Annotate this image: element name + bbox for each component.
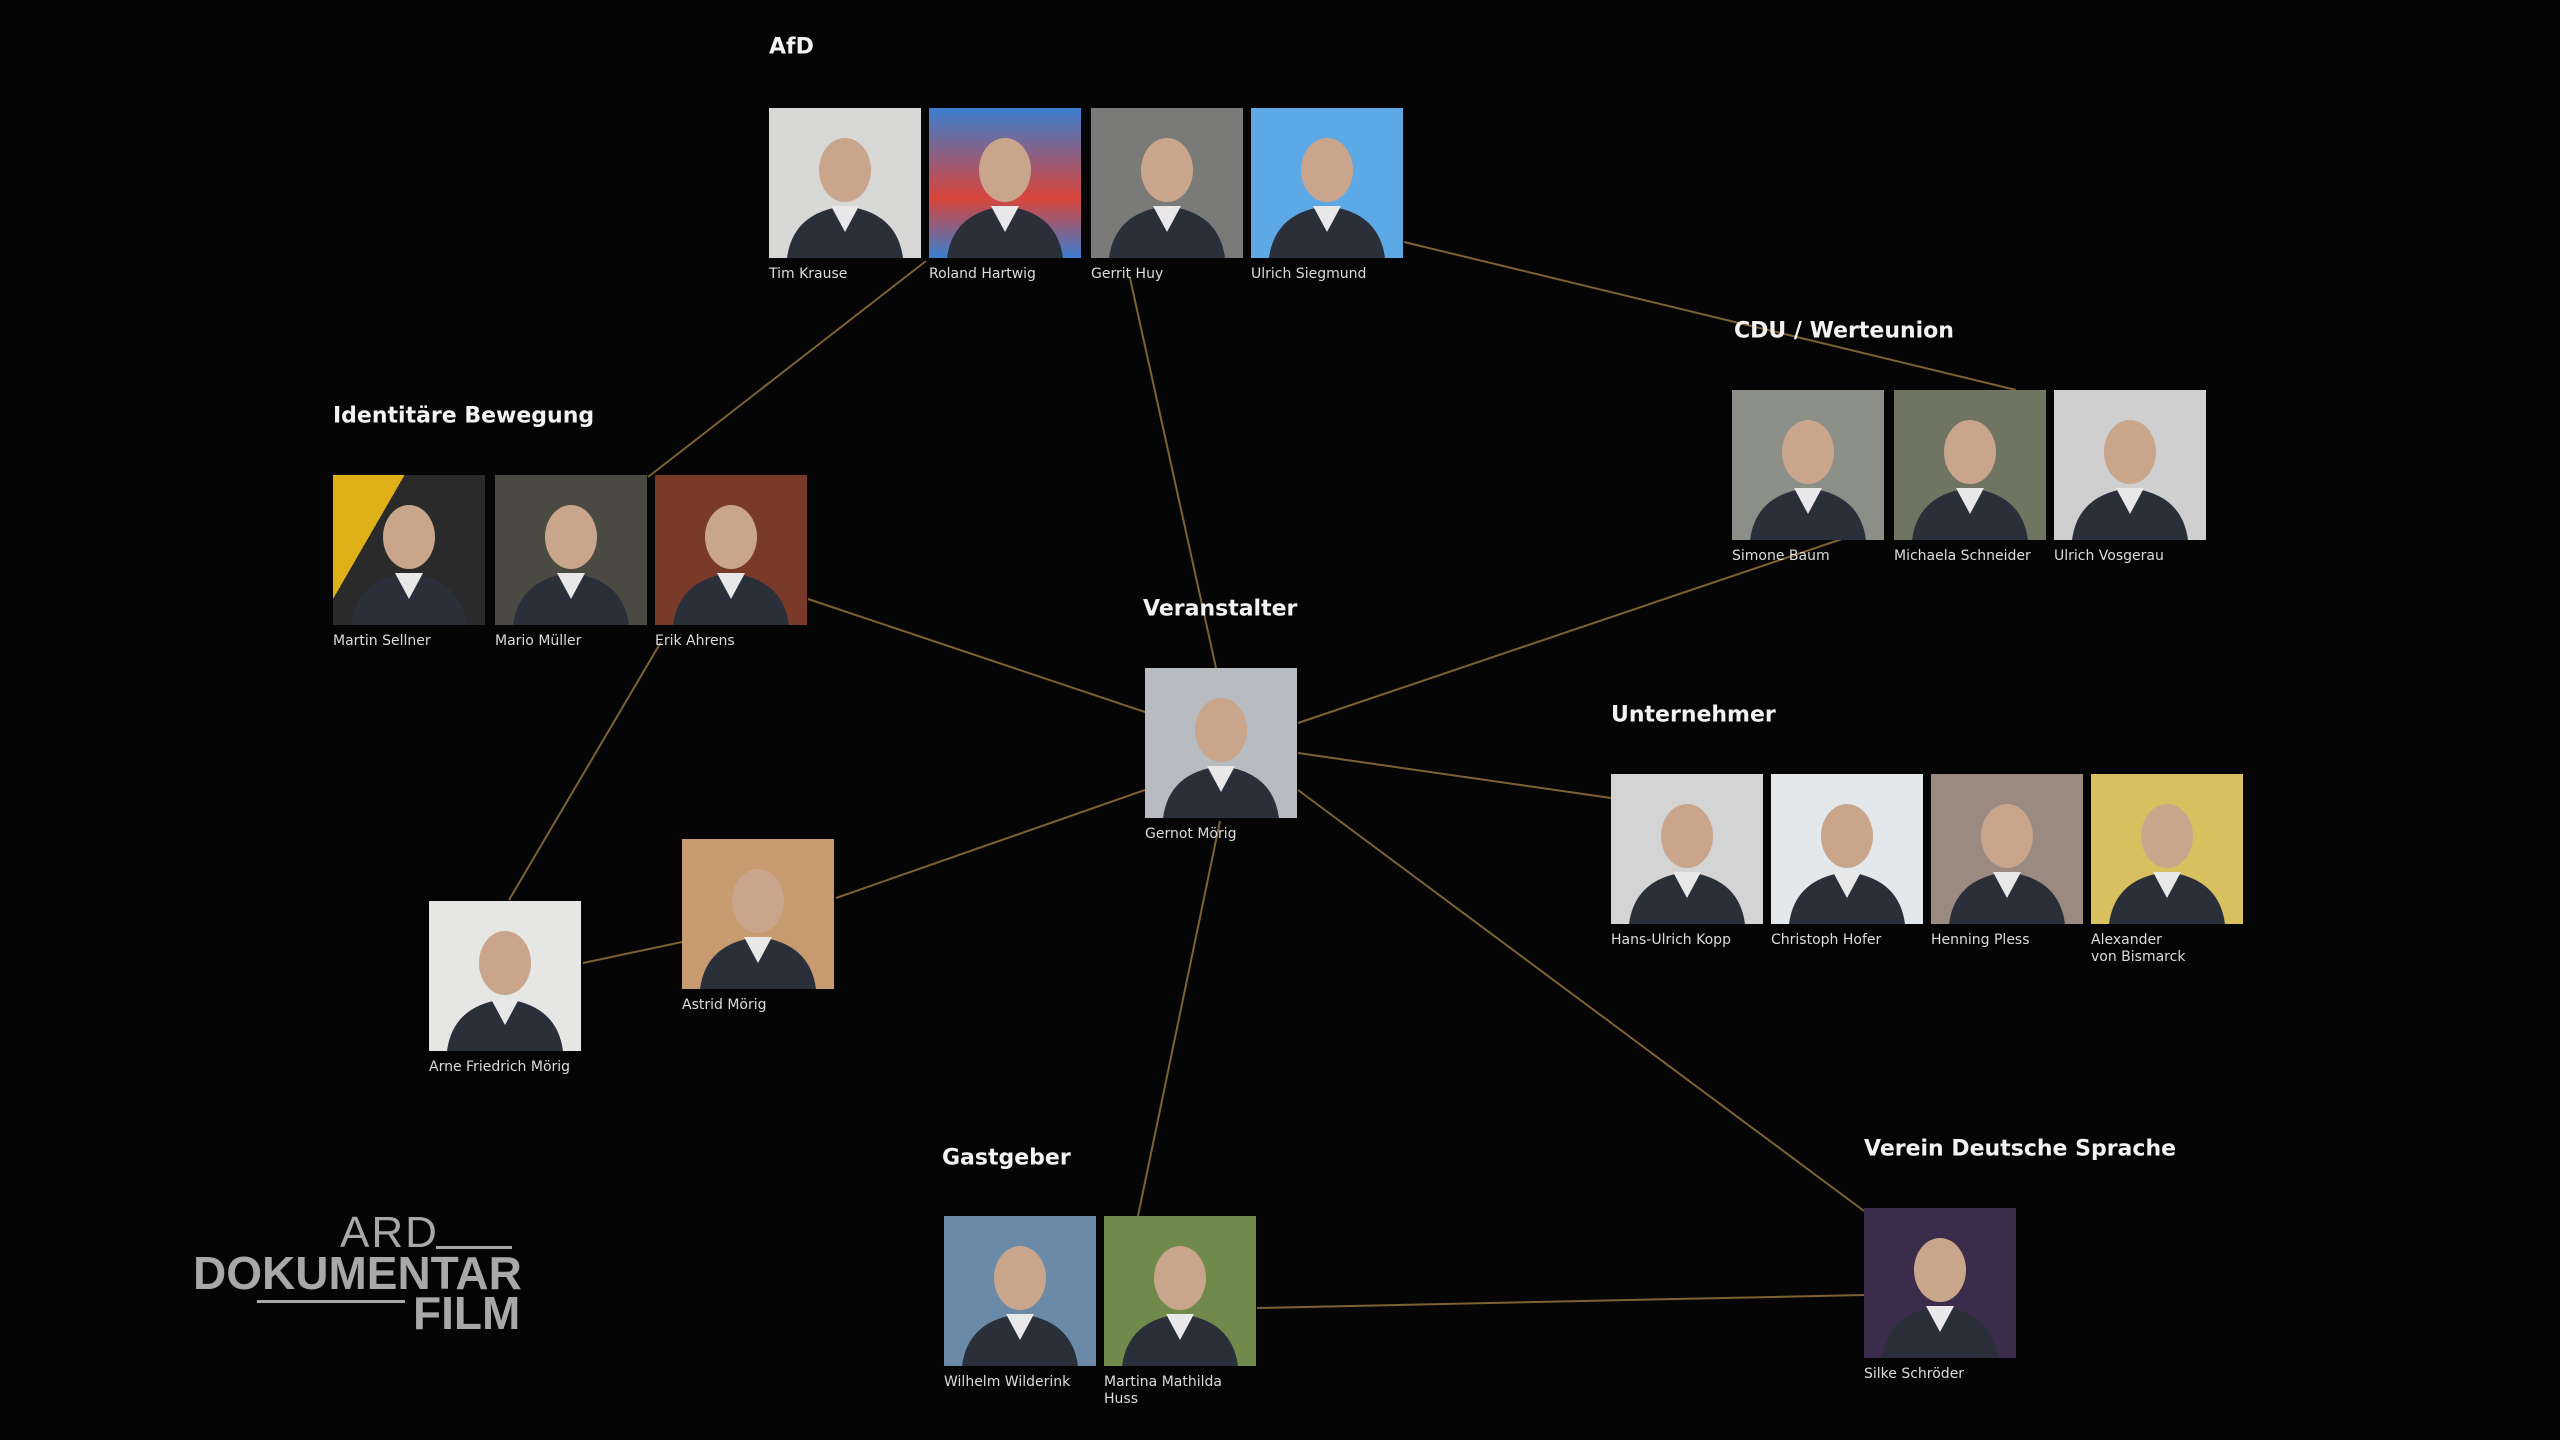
person-name: Mario Müller [495,633,582,649]
group-label-afd: AfD [769,34,814,60]
portrait-photo [333,475,485,625]
person-card-mario-mueller[interactable]: Mario Müller [495,475,647,650]
portrait-photo [929,108,1081,258]
portrait-photo [2091,774,2243,924]
person-card-erik-ahrens[interactable]: Erik Ahrens [655,475,807,650]
portrait-photo [769,108,921,258]
person-name-line1: Martina Mathilda [1104,1374,1222,1390]
link-gernot-astrid [835,789,1146,899]
group-label-gastgeber: Gastgeber [942,1145,1071,1171]
person-card-astrid-moerig[interactable]: Astrid Mörig [682,839,834,1014]
person-name: Ulrich Vosgerau [2054,548,2164,564]
person-name: Ulrich Siegmund [1251,266,1367,282]
person-name: Roland Hartwig [929,266,1036,282]
person-name: Gerrit Huy [1091,266,1164,282]
person-card-henning-pless[interactable]: Henning Pless [1931,774,2083,949]
link-hartwig-ahrens [647,260,927,478]
person-card-wilhelm-wilderink[interactable]: Wilhelm Wilderink [944,1216,1096,1391]
portrait-photo [1864,1208,2016,1358]
person-name: Henning Pless [1931,932,2030,948]
person-card-arne-friedrich-moerig[interactable]: Arne Friedrich Mörig [429,901,581,1076]
person-name: Hans-Ulrich Kopp [1611,932,1731,948]
person-card-gerrit-huy[interactable]: Gerrit Huy [1091,108,1243,283]
link-gernot-martina [1137,820,1221,1217]
person-card-ulrich-vosgerau[interactable]: Ulrich Vosgerau [2054,390,2206,565]
person-card-hans-ulrich-kopp[interactable]: Hans-Ulrich Kopp [1611,774,1763,949]
portrait-photo [1251,108,1403,258]
person-name: Simone Baum [1732,548,1830,564]
group-label-verein-deutsche-sprache: Verein Deutsche Sprache [1864,1136,2177,1162]
person-name: Martin Sellner [333,633,431,649]
person-name: Tim Krause [769,266,848,282]
link-gernot-gerrit [1129,277,1217,669]
logo-rule [257,1300,405,1303]
person-name: Arne Friedrich Mörig [429,1059,571,1075]
portrait-photo [429,901,581,1051]
portrait-photo [1145,668,1297,818]
person-name: Michaela Schneider [1894,548,2031,564]
portrait-photo [495,475,647,625]
portrait-photo [655,475,807,625]
link-gernot-cdu [1297,538,1843,724]
person-card-gernot-moerig[interactable]: Gernot Mörig [1145,668,1297,843]
group-label-unternehmer: Unternehmer [1611,702,1776,728]
portrait-photo [1611,774,1763,924]
portrait-photo [682,839,834,989]
portrait-photo [1771,774,1923,924]
link-arne-ahrens [508,641,662,901]
person-card-michaela-schneider[interactable]: Michaela Schneider [1894,390,2046,565]
link-arne-astrid [582,941,683,964]
link-gernot-silke [1297,789,1865,1212]
person-name: Silke Schröder [1864,1366,1965,1382]
person-card-roland-hartwig[interactable]: Roland Hartwig [929,108,1081,283]
link-siegmund-vosgerau [1403,241,2017,391]
link-gernot-unternehmer [1297,752,1612,799]
portrait-photo [1091,108,1243,258]
person-card-simone-baum[interactable]: Simone Baum [1732,390,1884,565]
portrait-photo [1732,390,1884,540]
link-martina-silke [1256,1294,1865,1309]
logo-line-ard: ARD [340,1208,439,1257]
portrait-photo [1104,1216,1256,1366]
person-name-line1: Alexander [2091,932,2162,948]
person-name: Wilhelm Wilderink [944,1374,1071,1390]
person-name: Erik Ahrens [655,633,735,649]
group-label-identitaere-bewegung: Identitäre Bewegung [333,403,595,429]
portrait-photo [1931,774,2083,924]
logo-line-film: FILM [413,1287,521,1339]
logo-line-dokumentar: DOKUMENTAR [193,1247,522,1299]
portrait-photo [2054,390,2206,540]
person-card-christoph-hofer[interactable]: Christoph Hofer [1771,774,1923,949]
person-name-line2: Huss [1104,1391,1138,1407]
group-label-cdu: CDU / Werteunion [1734,318,1954,344]
person-card-ulrich-siegmund[interactable]: Ulrich Siegmund [1251,108,1403,283]
person-card-silke-schroeder[interactable]: Silke Schröder [1864,1208,2016,1383]
person-card-martin-sellner[interactable]: Martin Sellner [333,475,485,650]
person-name: Astrid Mörig [682,997,767,1013]
portrait-photo [1894,390,2046,540]
person-name: Gernot Mörig [1145,826,1237,842]
ard-dokumentarfilm-logo: ARD DOKUMENTAR FILM [193,1208,523,1339]
link-ahrens-gernot [807,598,1146,713]
group-label-veranstalter: Veranstalter [1143,596,1298,622]
logo-rule [436,1246,512,1249]
person-name: Christoph Hofer [1771,932,1882,948]
person-name-line2: von Bismarck [2091,949,2186,965]
portrait-photo [944,1216,1096,1366]
person-card-tim-krause[interactable]: Tim Krause [769,108,921,283]
